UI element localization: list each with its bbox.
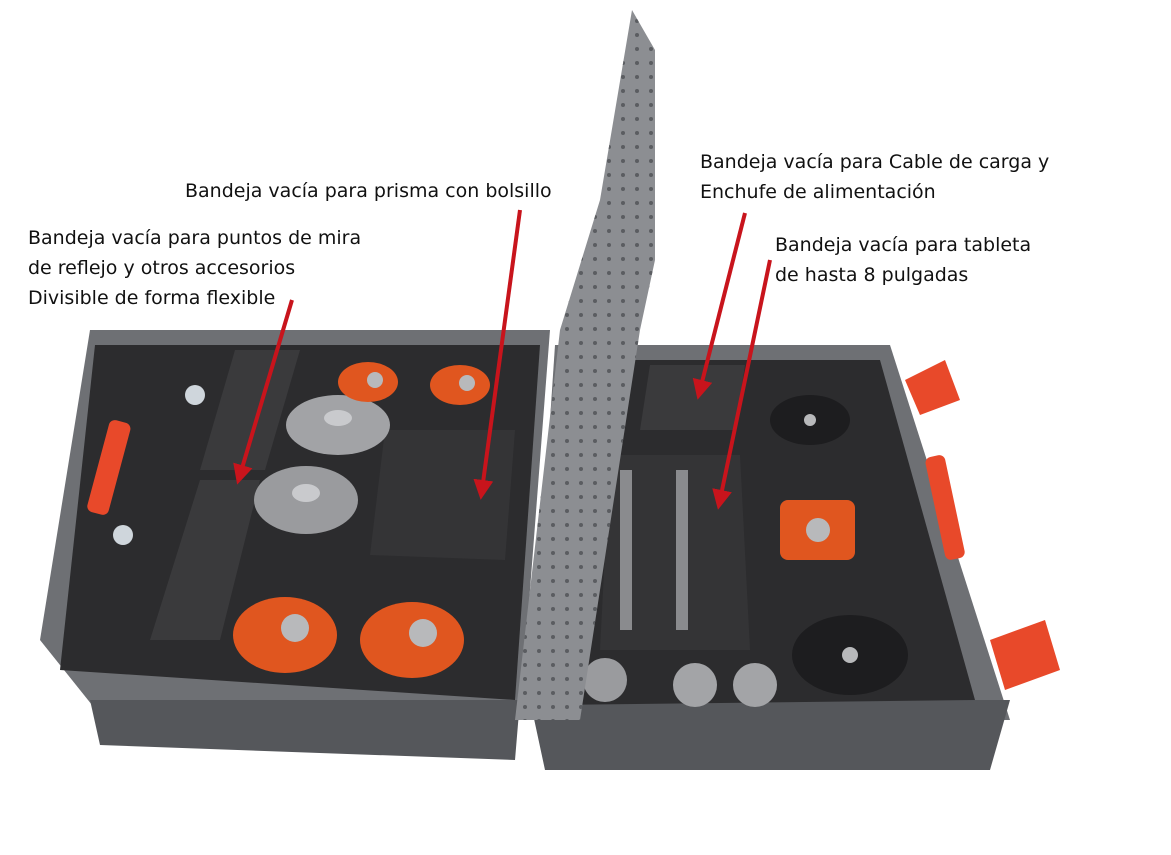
label-cable-tray: Bandeja vacía para Cable de carga y Ench… [700, 147, 1049, 207]
arrow-tablet-tray [712, 259, 772, 510]
knob [583, 658, 627, 702]
left-case-half [40, 330, 550, 760]
bolt [620, 470, 632, 630]
label-left-tray: Bandeja vacía para puntos de mira de ref… [28, 223, 361, 313]
empty-compartment [150, 480, 260, 640]
latch [990, 620, 1060, 690]
handle [87, 420, 131, 515]
latch [185, 385, 205, 405]
arrow-cable-tray [692, 212, 747, 400]
knob [673, 663, 717, 707]
knob [733, 663, 777, 707]
prism-pocket [370, 430, 515, 560]
label-prism-tray: Bandeja vacía para prisma con bolsillo [185, 176, 552, 206]
label-line: Bandeja vacía para tableta [775, 234, 1032, 256]
arrow-prism-tray [473, 209, 522, 500]
latch [113, 525, 133, 545]
bolt [676, 470, 688, 630]
right-case-half [530, 345, 1060, 770]
label-line: Bandeja vacía para prisma con bolsillo [185, 180, 552, 202]
label-line: Enchufe de alimentación [700, 181, 936, 203]
annotation-arrows [233, 209, 772, 510]
label-line: Divisible de forma flexible [28, 287, 276, 309]
arrow-left-tray [233, 299, 294, 485]
empty-compartment [200, 350, 300, 470]
handle [925, 455, 965, 560]
label-line: de reflejo y otros accesorios [28, 257, 296, 279]
latch [905, 360, 960, 415]
cable-compartment [640, 365, 745, 430]
label-line: Bandeja vacía para puntos de mira [28, 227, 362, 249]
label-tablet-tray: Bandeja vacía para tableta de hasta 8 pu… [775, 230, 1031, 290]
pegboard-lid [515, 10, 655, 720]
label-line: Bandeja vacía para Cable de carga y [700, 151, 1050, 173]
label-line: de hasta 8 pulgadas [775, 264, 969, 286]
